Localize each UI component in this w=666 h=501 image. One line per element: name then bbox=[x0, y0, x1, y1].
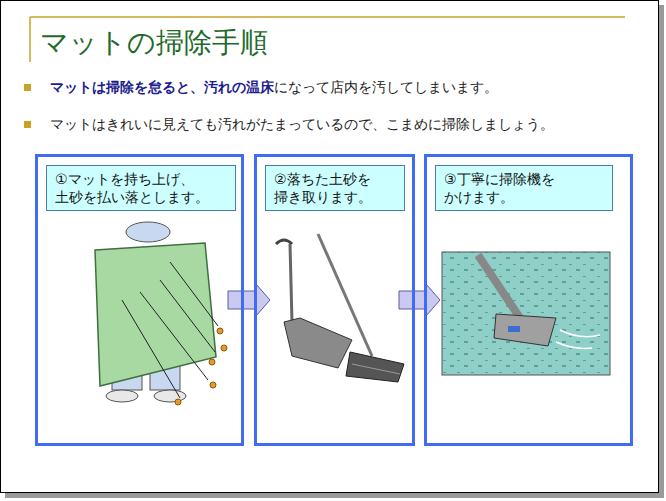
slide-title: マットの掃除手順 bbox=[40, 24, 268, 62]
bullet-emphasis: マットは掃除を怠ると、汚れの温床 bbox=[50, 79, 274, 95]
step-caption: ①マットを持ち上げ、 土砂を払い落とします。 bbox=[46, 165, 236, 211]
step-panel: ③丁寧に掃除機を かけます。 bbox=[424, 154, 633, 446]
step-caption: ②落ちた土砂を 掃き取ります。 bbox=[265, 165, 405, 211]
bullet-text: マットは掃除を怠ると、汚れの温床になって店内を汚してしまいます。 bbox=[50, 79, 498, 97]
flow-arrow bbox=[399, 284, 440, 316]
bullet-text-run: になって店内を汚してしまいます。 bbox=[274, 79, 498, 95]
bullet-text-run: マットはきれいに見えても汚れがたまっているので、こまめに掃除しましょう。 bbox=[50, 116, 554, 132]
slide-frame bbox=[0, 0, 659, 493]
step-panel: ②落ちた土砂を 掃き取ります。 bbox=[254, 154, 415, 446]
person-with-mat bbox=[95, 222, 227, 405]
flow-arrow bbox=[228, 284, 270, 316]
step-caption: ③丁寧に掃除機を かけます。 bbox=[435, 165, 613, 211]
step-panel: ①マットを持ち上げ、 土砂を払い落とします。 bbox=[35, 154, 244, 446]
bullet-text: マットはきれいに見えても汚れがたまっているので、こまめに掃除しましょう。 bbox=[50, 116, 554, 134]
dustpan-and-broom bbox=[276, 234, 404, 382]
vacuum-on-carpet bbox=[442, 252, 610, 375]
